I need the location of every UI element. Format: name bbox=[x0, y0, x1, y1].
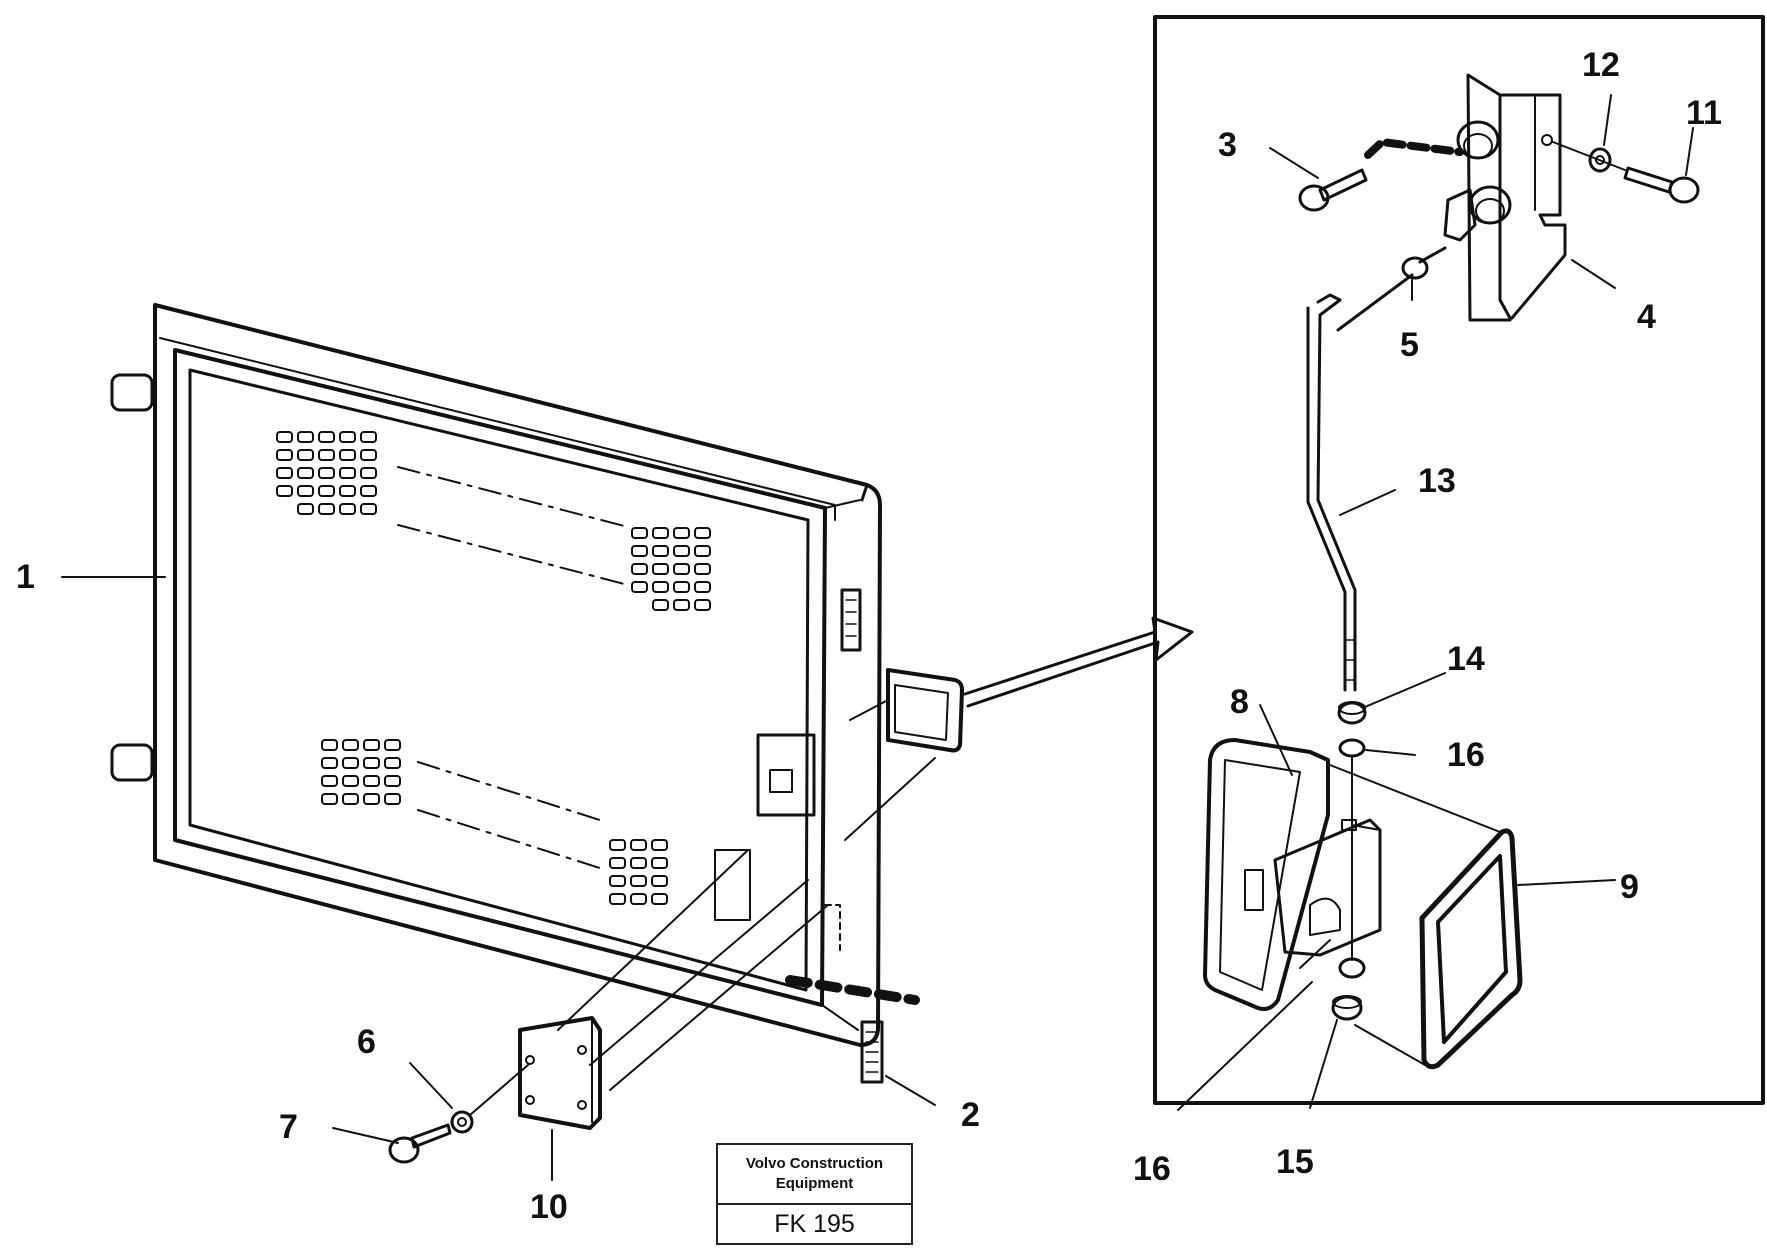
part-9-gasket bbox=[1419, 828, 1523, 1070]
drawing-code: FK 195 bbox=[774, 1210, 855, 1238]
bolt-guide-11 bbox=[1552, 141, 1626, 171]
callout-6: 6 bbox=[357, 1023, 376, 1061]
company-line-2: Equipment bbox=[775, 1175, 854, 1192]
part-2-strip bbox=[860, 1020, 884, 1084]
assembly-guide-lines bbox=[557, 699, 936, 1091]
detail-frame bbox=[1153, 15, 1765, 1105]
part-4-lock-body bbox=[1443, 73, 1567, 322]
part-10-bracket bbox=[518, 1016, 602, 1130]
callout-1: 1 bbox=[16, 558, 35, 596]
bolt-guide-line bbox=[469, 1064, 529, 1116]
detail-arrow bbox=[963, 616, 1194, 708]
door-panel bbox=[110, 303, 882, 1047]
callout-16-upper: 16 bbox=[1447, 736, 1485, 774]
sticker-group-top-right bbox=[631, 527, 711, 611]
sticker-group-bottom-left bbox=[321, 739, 401, 805]
part-16-washer-top bbox=[1338, 738, 1366, 758]
part-12-washer bbox=[1588, 147, 1612, 173]
company-line-1: Volvo Construction bbox=[745, 1155, 884, 1172]
title-block: Volvo Construction Equipment FK 195 bbox=[716, 1143, 913, 1245]
callout-3: 3 bbox=[1218, 126, 1237, 164]
sticker-groups bbox=[276, 431, 711, 905]
dashed-guide bbox=[785, 975, 920, 1005]
callout-5: 5 bbox=[1400, 326, 1419, 364]
part-5-cam bbox=[1401, 246, 1447, 280]
callout-10: 10 bbox=[530, 1188, 568, 1226]
callout-11: 11 bbox=[1686, 94, 1722, 132]
sticker-group-bottom-right bbox=[609, 839, 668, 905]
callout-13: 13 bbox=[1418, 462, 1456, 500]
sticker-group-top-left bbox=[276, 431, 377, 515]
callout-16-lower: 16 bbox=[1133, 1150, 1171, 1188]
callout-7: 7 bbox=[279, 1108, 298, 1146]
callout-14: 14 bbox=[1447, 640, 1485, 678]
callout-4: 4 bbox=[1637, 298, 1656, 336]
part-11-bolt bbox=[1623, 166, 1700, 204]
part-8-lock-housing bbox=[1203, 738, 1382, 1011]
part-13-rod bbox=[1306, 273, 1414, 692]
callout-9: 9 bbox=[1620, 868, 1639, 906]
callout-leaders-detail bbox=[1177, 94, 1694, 1111]
title-block-company: Volvo Construction Equipment bbox=[718, 1145, 911, 1205]
part-7-bolt bbox=[388, 1123, 452, 1164]
part-15-nut bbox=[1331, 995, 1363, 1021]
callout-leaders-left bbox=[61, 576, 936, 1181]
dashed-guide-3 bbox=[1364, 138, 1464, 159]
part-14-nut bbox=[1337, 701, 1367, 725]
part-16-washer-bottom bbox=[1338, 957, 1366, 979]
part-6-washer bbox=[450, 1110, 474, 1134]
part-3-bolt bbox=[1298, 168, 1368, 212]
callout-2: 2 bbox=[961, 1096, 980, 1134]
detail-guide-lines bbox=[1299, 764, 1501, 1066]
callout-8: 8 bbox=[1230, 683, 1249, 721]
callout-12: 12 bbox=[1582, 46, 1620, 84]
lock-housing-small bbox=[886, 668, 964, 753]
callout-15: 15 bbox=[1276, 1143, 1314, 1181]
